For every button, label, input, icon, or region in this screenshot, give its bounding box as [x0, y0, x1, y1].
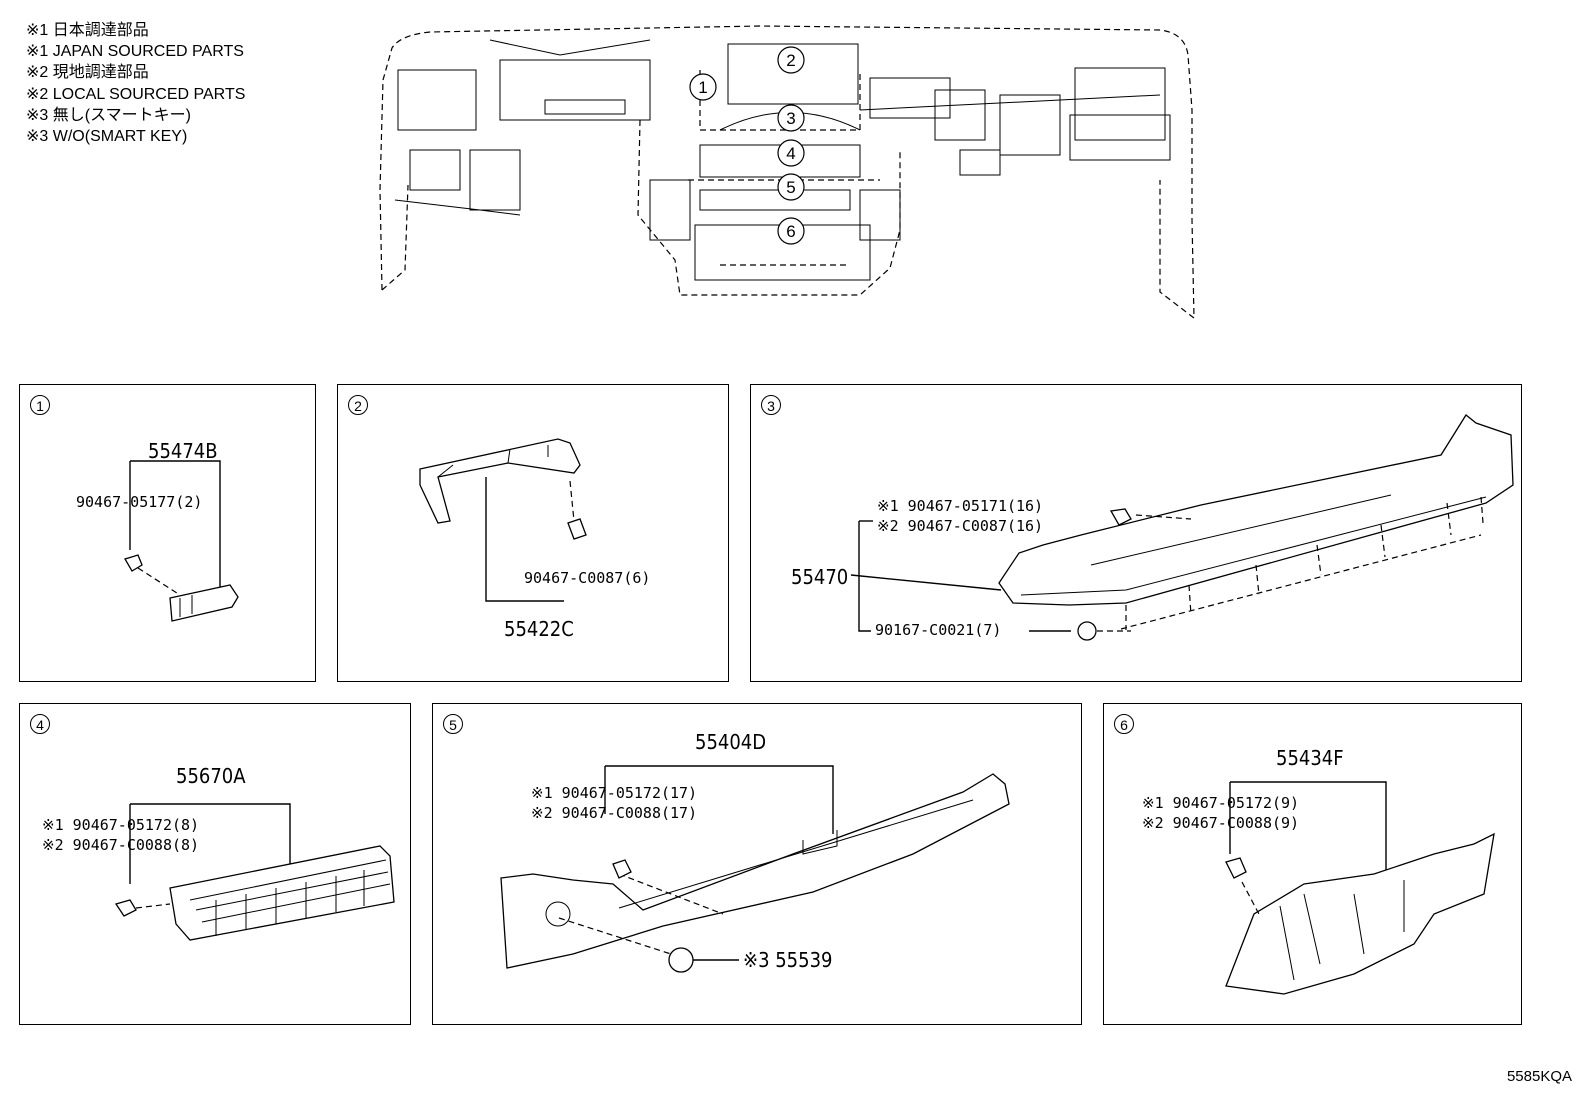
panel-2-drawing	[419, 438, 587, 602]
legend-line-1: ※1 日本調達部品	[26, 22, 149, 39]
diagram-reference-code: 5585KQA	[1506, 1068, 1572, 1085]
overview-callouts: 1 2 3 4 5 6	[689, 46, 805, 245]
part-label-clip-1: ※1 90467-05172(9)	[1142, 794, 1300, 812]
panel-number-badge: 3	[761, 395, 781, 415]
panel-1-drawing	[124, 460, 239, 622]
part-label-clip-2: ※2 90467-C0088(17)	[531, 804, 698, 822]
clip-icon	[1225, 857, 1247, 879]
part-label-main: 55670A	[176, 764, 246, 788]
console-part-55434f	[1225, 832, 1495, 995]
part-label-clip-3: 90167-C0021(7)	[875, 621, 1002, 639]
lower-panel-part-55404d	[500, 773, 1010, 969]
part-label-main: 55474B	[148, 439, 218, 463]
part-label-main: 55434F	[1276, 746, 1344, 770]
detail-panel-5: 5 55404D ※1 90467-05172(17) ※2 90467-C00…	[432, 703, 1082, 1025]
panel-3-drawing	[850, 414, 1514, 641]
svg-text:1: 1	[698, 78, 707, 97]
panel-number-badge: 6	[1114, 714, 1134, 734]
clip-icon	[124, 554, 143, 572]
bracket-part-55474b	[169, 584, 239, 622]
part-label-clip-1: ※1 90467-05172(8)	[42, 816, 200, 834]
overview-callout-2[interactable]: 2	[777, 46, 805, 74]
part-label-clip-1: ※1 90467-05171(16)	[877, 497, 1044, 515]
legend-line-2: ※1 JAPAN SOURCED PARTS	[26, 43, 244, 61]
detail-panel-1: 1 55474B 90467-05177(2)	[19, 384, 316, 682]
overview-callout-6[interactable]: 6	[777, 217, 805, 245]
legend-line-5: ※3 無し(スマートキー)	[26, 106, 191, 124]
svg-text:5: 5	[786, 178, 795, 197]
panel-5-drawing	[500, 765, 1010, 973]
detail-panel-6: 6 55434F ※1 90467-05172(9) ※2 90467-C008…	[1103, 703, 1522, 1025]
part-label-clip-1: ※1 90467-05172(17)	[531, 784, 698, 802]
switch-icon	[668, 947, 694, 973]
panel-number-badge: 4	[30, 714, 50, 734]
part-label-option: ※3 55539	[743, 948, 833, 972]
clip-icon	[114, 899, 137, 917]
overview-callout-4[interactable]: 4	[777, 139, 805, 167]
legend-line-3: ※2 現地調達部品	[26, 64, 149, 82]
overview-callout-3[interactable]: 3	[777, 104, 805, 132]
panel-number-badge: 2	[348, 395, 368, 415]
part-label-clip: 90467-05177(2)	[76, 493, 203, 511]
part-label-clip: 90467-C0087(6)	[524, 569, 651, 587]
overview-callout-5[interactable]: 5	[777, 173, 805, 201]
part-label-main: 55422C	[504, 617, 574, 641]
svg-text:6: 6	[786, 222, 795, 241]
part-label-main: 55470	[791, 565, 849, 589]
legend-line-4: ※2 LOCAL SOURCED PARTS	[26, 85, 246, 103]
clip-icon	[1109, 508, 1132, 526]
part-label-main: 55404D	[695, 730, 767, 754]
part-label-clip-2: ※2 90467-C0087(16)	[877, 517, 1044, 535]
part-label-clip-2: ※2 90467-C0088(9)	[1142, 814, 1300, 832]
garnish-part-55422c	[419, 438, 581, 524]
clip-icon	[612, 859, 632, 879]
clip-icon	[567, 518, 587, 540]
detail-panel-4: 4 55670A ※1 90467-05172(8) ※2 90467-C008…	[19, 703, 411, 1025]
cover-part-55470	[998, 414, 1514, 606]
panel-number-badge: 1	[30, 395, 50, 415]
svg-text:3: 3	[786, 109, 795, 128]
overview-callout-1[interactable]: 1	[689, 73, 717, 101]
detail-panel-3: 3 ※1 90467-05171(16) ※2 90467-C0087(16) …	[750, 384, 1522, 682]
grommet-icon	[1077, 621, 1097, 641]
svg-text:4: 4	[786, 144, 795, 163]
panel-6-drawing	[1225, 781, 1495, 995]
panel-4-drawing	[114, 803, 395, 941]
detail-panel-2: 2 90467-C0087(6) 55422C	[337, 384, 729, 682]
panel-number-badge: 5	[443, 714, 463, 734]
legend: ※1 日本調達部品 ※1 JAPAN SOURCED PARTS ※2 現地調達…	[26, 20, 245, 147]
legend-line-6: ※3 W/O(SMART KEY)	[26, 128, 188, 146]
svg-text:2: 2	[786, 51, 795, 70]
part-label-clip-2: ※2 90467-C0088(8)	[42, 836, 200, 854]
